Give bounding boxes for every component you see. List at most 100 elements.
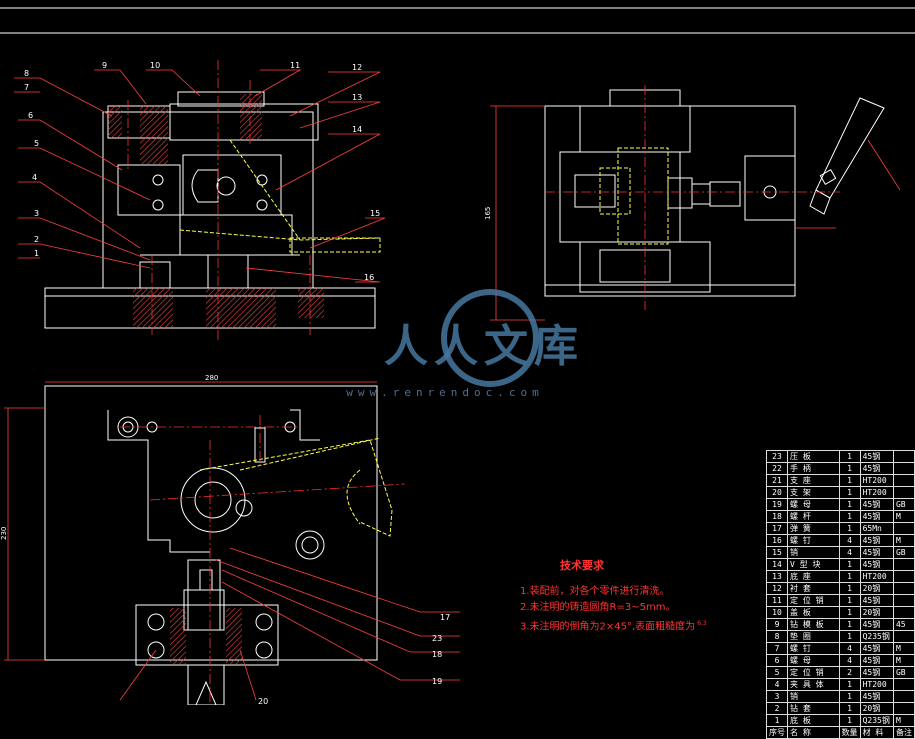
callout-15: 15 bbox=[370, 209, 380, 218]
bom-cell bbox=[892, 630, 915, 643]
callout-1: 1 bbox=[34, 249, 39, 258]
bom-cell: 8 bbox=[766, 630, 788, 643]
front-view-sections bbox=[108, 94, 324, 328]
bom-cell: 衬 套 bbox=[787, 582, 840, 595]
bom-cell: HT200 bbox=[859, 486, 894, 499]
bom-cell: 螺 杆 bbox=[787, 510, 840, 523]
bom-cell: 材 料 bbox=[859, 726, 894, 739]
bom-cell bbox=[892, 570, 915, 583]
bom-cell: 45钢 bbox=[859, 618, 894, 631]
bom-cell: 1 bbox=[766, 714, 788, 727]
bom-cell: 盖 板 bbox=[787, 606, 840, 619]
top-view-centerlines bbox=[120, 415, 406, 705]
bom-cell: 45钢 bbox=[859, 666, 894, 679]
bom-cell bbox=[892, 462, 915, 475]
bom-cell: HT200 bbox=[859, 570, 894, 583]
bom-cell: GB bbox=[892, 546, 915, 559]
bom-cell: 17 bbox=[766, 522, 788, 535]
bom-cell: 名 称 bbox=[787, 726, 840, 739]
bom-cell: 手 柄 bbox=[787, 462, 840, 475]
bom-cell: HT200 bbox=[859, 678, 894, 691]
bom-cell: M bbox=[892, 510, 915, 523]
tech-note-1: 1.装配前，对各个零件进行清洗。 bbox=[520, 586, 670, 597]
bom-cell: 10 bbox=[766, 606, 788, 619]
callout-2: 2 bbox=[34, 235, 39, 244]
top-view-callouts: 17 23 18 19 20 bbox=[258, 613, 450, 705]
bom-cell: 1 bbox=[838, 630, 861, 643]
bom-cell: 定 位 销 bbox=[787, 666, 840, 679]
bom-cell bbox=[892, 582, 915, 595]
cad-drawing: 8 7 9 10 11 12 13 14 6 5 4 3 2 1 15 16 bbox=[0, 7, 915, 705]
bom-cell: 备注 bbox=[892, 726, 915, 739]
bom-cell: 螺 钉 bbox=[787, 642, 840, 655]
callout-8: 8 bbox=[24, 69, 29, 78]
bom-cell: 1 bbox=[838, 606, 861, 619]
bom-cell: M bbox=[892, 654, 915, 667]
bom-cell: 销 bbox=[787, 546, 840, 559]
bom-cell bbox=[892, 606, 915, 619]
bom-cell: 14 bbox=[766, 558, 788, 571]
bom-cell: 20钢 bbox=[859, 582, 894, 595]
callout-5: 5 bbox=[34, 139, 39, 148]
bom-cell: 数量 bbox=[838, 726, 861, 739]
bom-cell: 1 bbox=[838, 714, 861, 727]
callout-19: 19 bbox=[432, 677, 442, 686]
bom-cell bbox=[892, 678, 915, 691]
bom-cell: 1 bbox=[838, 474, 861, 487]
side-height-dim: 165 bbox=[484, 207, 492, 220]
bom-cell: 夹 具 体 bbox=[787, 678, 840, 691]
bom-cell: 1 bbox=[838, 558, 861, 571]
bom-cell: V 型 块 bbox=[787, 558, 840, 571]
bom-cell: 65Mn bbox=[859, 522, 894, 535]
top-view-leaders bbox=[119, 547, 460, 701]
bom-cell: HT200 bbox=[859, 474, 894, 487]
bom-cell: 1 bbox=[838, 702, 861, 715]
bom-cell bbox=[892, 690, 915, 703]
bom-cell bbox=[892, 702, 915, 715]
top-view bbox=[44, 385, 378, 705]
callout-7: 7 bbox=[24, 83, 29, 92]
callout-17: 17 bbox=[440, 613, 450, 622]
bom-cell: 45钢 bbox=[859, 690, 894, 703]
callout-10: 10 bbox=[150, 61, 160, 70]
bom-cell: 6 bbox=[766, 654, 788, 667]
bom-cell: 12 bbox=[766, 582, 788, 595]
side-view-hidden bbox=[599, 147, 669, 245]
callout-11: 11 bbox=[290, 61, 300, 70]
callout-13: 13 bbox=[352, 93, 362, 102]
bom-cell: M bbox=[892, 642, 915, 655]
top-view-dimensions bbox=[4, 381, 377, 661]
tech-note-3-text: 3.未注明的倒角为2×45°,表面粗糙度为 bbox=[520, 621, 696, 633]
bom-cell: 1 bbox=[838, 678, 861, 691]
side-view-dimensions bbox=[490, 105, 901, 321]
bom-cell: Q235钢 bbox=[859, 714, 894, 727]
callout-16: 16 bbox=[364, 273, 374, 282]
bom-cell: M bbox=[892, 714, 915, 727]
bom-cell: 3 bbox=[766, 690, 788, 703]
bom-cell: GB bbox=[892, 666, 915, 679]
bom-cell: 1 bbox=[838, 690, 861, 703]
callout-12: 12 bbox=[352, 63, 362, 72]
top-width-dim: 280 bbox=[205, 374, 218, 382]
bom-cell: 1 bbox=[838, 486, 861, 499]
bom-cell bbox=[892, 594, 915, 607]
bom-cell: 21 bbox=[766, 474, 788, 487]
